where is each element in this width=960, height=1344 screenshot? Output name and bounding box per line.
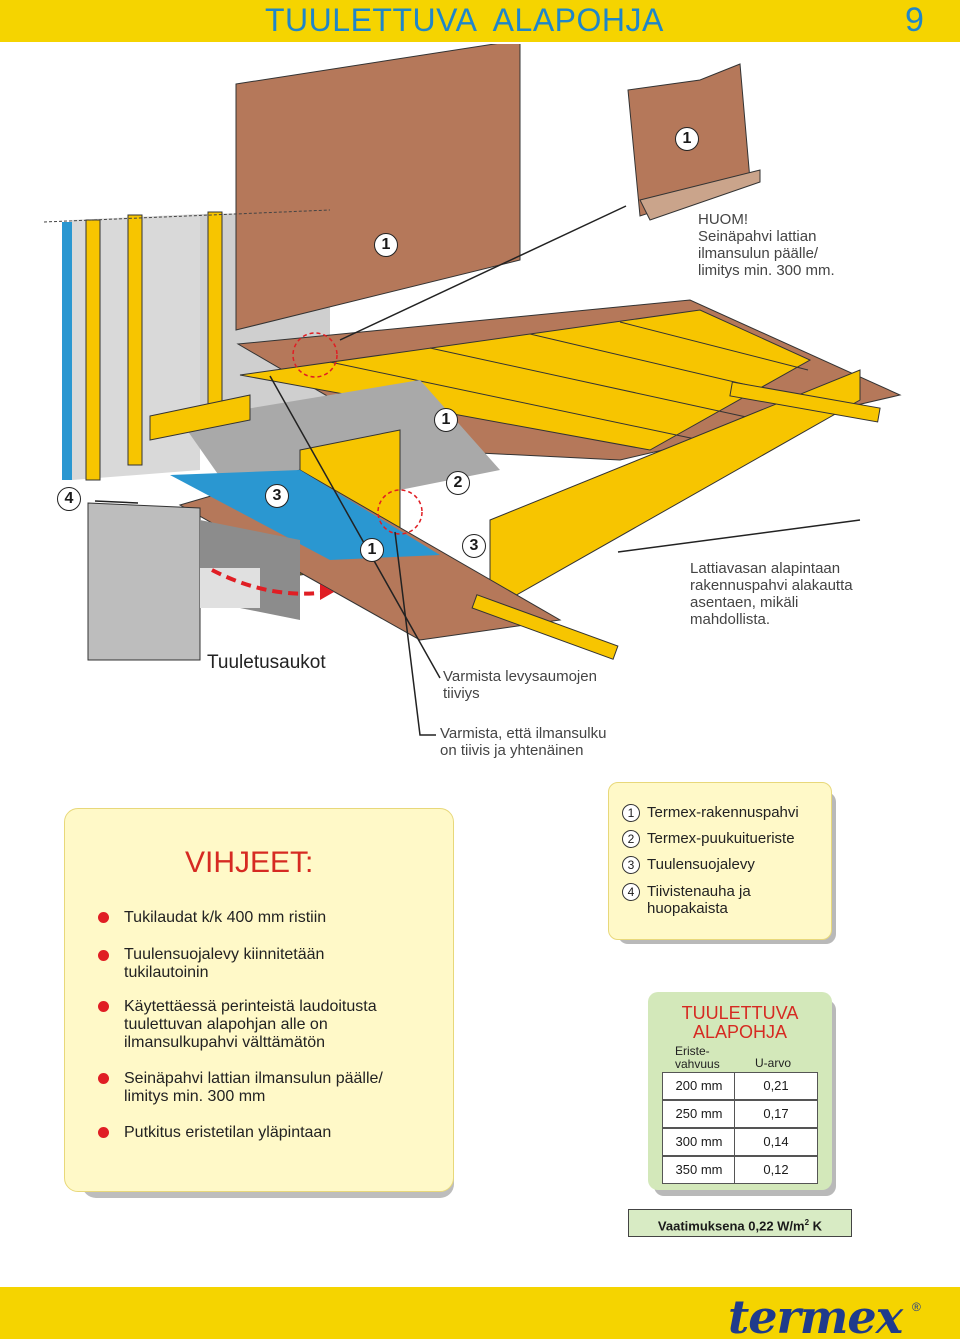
table-cell-thickness: 250 mm	[662, 1100, 736, 1128]
seams-callout: Varmista levysaumojen tiiviys	[443, 668, 597, 702]
marker-4: 4	[57, 487, 81, 511]
note-callout: HUOM! Seinäpahvi lattian ilmansulun pääl…	[698, 211, 835, 279]
watermark: ©raitzu	[150, 487, 186, 499]
table-cell-u: 0,21	[734, 1072, 818, 1100]
airtight-callout: Varmista, että ilmansulku on tiivis ja y…	[440, 725, 606, 759]
tip-item: Tuulensuojalevy kiinnitetään tukilautoin…	[124, 946, 325, 981]
callout-line: on tiivis ja yhtenäinen	[440, 742, 584, 759]
marker-1-floor: 1	[434, 408, 458, 432]
callout-line: mahdollista.	[690, 611, 771, 628]
tips-box	[64, 808, 454, 1192]
legend-label: Tuulensuojalevy	[647, 856, 755, 873]
legend-label: Tiivistenauha ja huopakaista	[647, 883, 751, 917]
table-cell-u: 0,17	[734, 1100, 818, 1128]
registered-mark: ®	[912, 1300, 921, 1314]
note-line: HUOM!	[698, 211, 748, 228]
legend-number: 2	[622, 830, 640, 848]
underside-callout: Lattiavasan alapintaan rakennuspahvi ala…	[690, 560, 853, 628]
table-cell-u: 0,14	[734, 1128, 818, 1156]
bullet-icon	[98, 1073, 109, 1084]
bullet-icon	[98, 1001, 109, 1012]
table-cell-thickness: 300 mm	[662, 1128, 736, 1156]
requirement-text: Vaatimuksena 0,22 W/m	[657, 1218, 805, 1234]
table-cell-thickness: 350 mm	[662, 1156, 736, 1184]
table-cell-u: 0,12	[734, 1156, 818, 1184]
callout-line: Varmista levysaumojen	[443, 668, 597, 685]
callout-line: tiiviys	[443, 685, 480, 702]
ventilation-callout: Tuuletusaukot	[207, 652, 326, 673]
note-line: limitys min. 300 mm.	[698, 262, 835, 279]
table-cell-thickness: 200 mm	[662, 1072, 736, 1100]
table-title: TUULETTUVA	[681, 1003, 799, 1023]
callout-line: rakennuspahvi alakautta	[690, 577, 853, 594]
requirement-sup: 2	[804, 1218, 810, 1227]
legend-label: Termex-puukuitueriste	[647, 830, 795, 847]
legend-box	[608, 782, 832, 940]
bullet-icon	[98, 912, 109, 923]
table-header-u: U-arvo	[755, 1056, 792, 1070]
tip-item: Käytettäessä perinteistä laudoitusta tuu…	[124, 998, 377, 1051]
marker-3-low: 3	[462, 534, 486, 558]
legend-number: 3	[622, 856, 640, 874]
page-title: TUULETTUVA ALAPOHJA	[265, 2, 664, 38]
page-number: 9	[905, 1, 924, 39]
legend-number: 1	[622, 804, 640, 822]
requirement-unit: K	[809, 1218, 823, 1234]
footer-bar	[0, 1287, 960, 1339]
table-title: ALAPOHJA	[692, 1022, 788, 1042]
marker-1-top: 1	[675, 127, 699, 151]
termex-logo: termex	[728, 1290, 903, 1344]
marker-1-wall: 1	[374, 233, 398, 257]
callout-line: Varmista, että ilmansulku	[440, 725, 607, 742]
note-line: Seinäpahvi lattian	[698, 228, 817, 245]
floor-construction-illustration	[43, 44, 902, 736]
requirement-box: Vaatimuksena 0,22 W/m2 K	[628, 1209, 852, 1237]
tip-item: Putkitus eristetilan yläpintaan	[124, 1124, 332, 1141]
bullet-icon	[98, 1127, 109, 1138]
tips-title: VIHJEET:	[185, 846, 314, 879]
legend-number: 4	[622, 883, 640, 901]
table-header-thickness: Eriste- vahvuus	[675, 1044, 720, 1071]
note-line: ilmansulun päälle/	[698, 245, 819, 262]
marker-3-left: 3	[265, 484, 289, 508]
marker-2: 2	[446, 471, 470, 495]
legend-label: Termex-rakennuspahvi	[647, 804, 799, 821]
page-header-bar	[0, 0, 960, 42]
marker-1-low: 1	[360, 538, 384, 562]
tip-item: Seinäpahvi lattian ilmansulun päälle/ li…	[124, 1070, 383, 1105]
tip-item: Tukilaudat k/k 400 mm ristiin	[124, 909, 327, 926]
bullet-icon	[98, 950, 109, 961]
callout-line: Lattiavasan alapintaan	[690, 560, 841, 577]
callout-line: asentaen, mikäli	[690, 594, 799, 611]
